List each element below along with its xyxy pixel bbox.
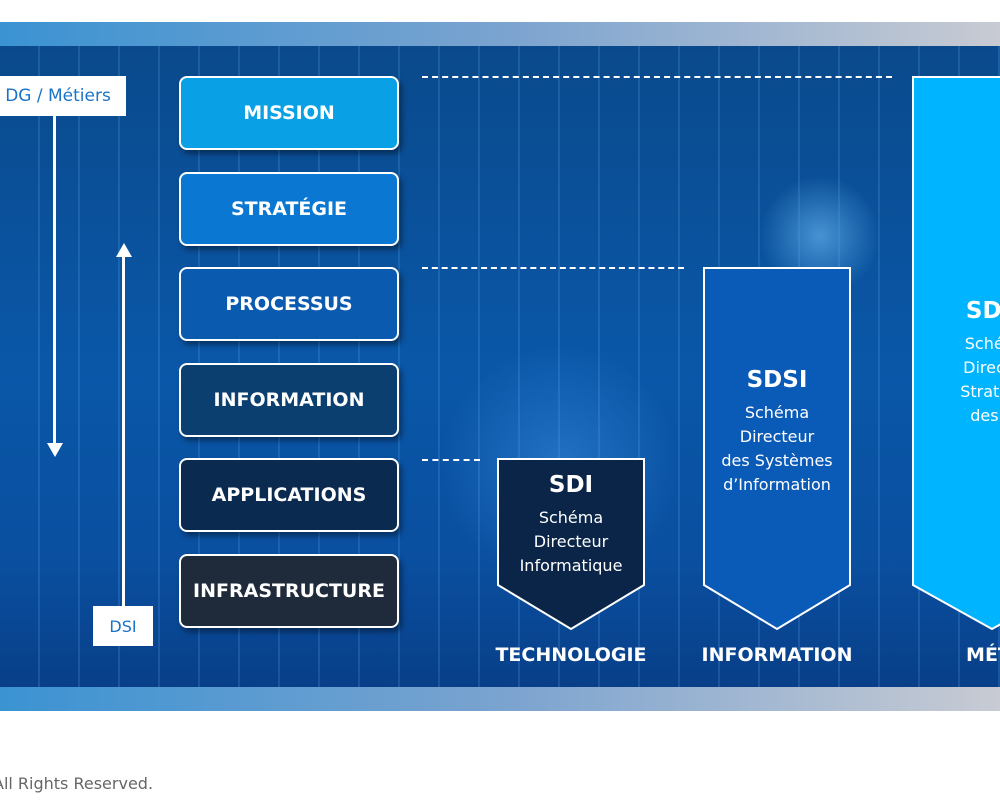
down-arrow-line bbox=[53, 116, 56, 446]
arrow-up-icon bbox=[116, 243, 132, 257]
dg-metiers-label: DG / Métiers bbox=[0, 76, 126, 116]
dashed-line-mission bbox=[422, 76, 892, 78]
layer-1: STRATÉGIE bbox=[179, 171, 399, 246]
banner-sds: SDS SchémDirecteStratégi des S bbox=[912, 76, 1000, 630]
diagram-panel: DG / Métiers DSI MISSION STRATÉGIE PROCESS… bbox=[0, 46, 1000, 687]
layer-0: MISSION bbox=[179, 76, 399, 150]
banner-description-line: Schéma bbox=[744, 403, 810, 422]
dsi-label: DSI bbox=[93, 606, 153, 646]
dashed-line-applications bbox=[422, 459, 480, 461]
banner-description-line: Directe bbox=[963, 358, 1000, 377]
layer-5: INFRASTRUCTURE bbox=[179, 553, 399, 628]
banner-description-line: d’Information bbox=[723, 475, 831, 494]
banner-shape bbox=[497, 458, 645, 630]
banner-description-line: Schéma bbox=[538, 508, 604, 527]
banner-description: SchémDirecteStratégi des S bbox=[912, 332, 1000, 428]
layer-3: INFORMATION bbox=[179, 362, 399, 437]
dashed-line-processus bbox=[422, 267, 684, 269]
banner-description-line: Directeur bbox=[533, 532, 609, 551]
banner-title: SDSI bbox=[746, 367, 808, 393]
copyright-footer: All Rights Reserved. bbox=[0, 774, 154, 793]
banner-description-line: des Systèmes bbox=[721, 451, 833, 470]
banner-description-line: Directeur bbox=[739, 427, 815, 446]
category-label: INFORMATION bbox=[701, 644, 853, 666]
banner-description-line: Schém bbox=[964, 334, 1000, 353]
category-label: MÉTI bbox=[966, 644, 1000, 666]
banner-description-line: Stratégi bbox=[960, 382, 1000, 401]
category-label: TECHNOLOGIE bbox=[495, 644, 647, 666]
banner-title: SDI bbox=[548, 472, 594, 498]
arrow-down-icon bbox=[47, 443, 63, 457]
layer-2: PROCESSUS bbox=[179, 267, 399, 341]
banner-title: SDS bbox=[965, 298, 1000, 324]
banner-description-line: Informatique bbox=[519, 556, 623, 575]
layer-4: APPLICATIONS bbox=[179, 458, 399, 532]
banner-shape bbox=[703, 267, 851, 630]
up-arrow-line bbox=[122, 256, 125, 606]
banner-description-line: des S bbox=[970, 406, 1000, 425]
banner-shape bbox=[912, 76, 1000, 630]
